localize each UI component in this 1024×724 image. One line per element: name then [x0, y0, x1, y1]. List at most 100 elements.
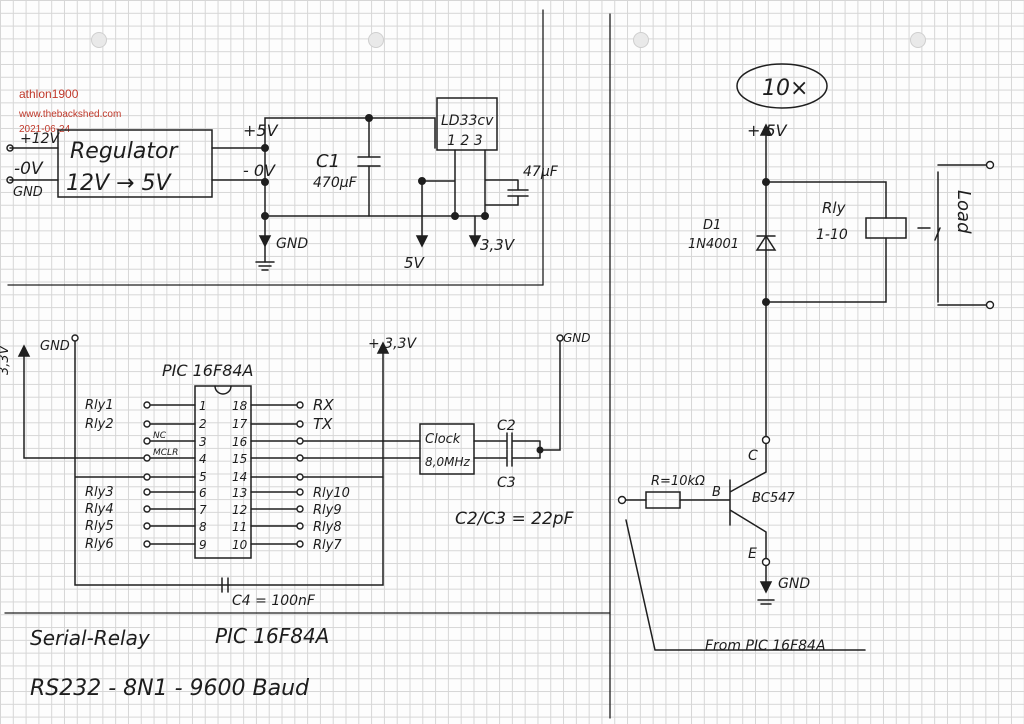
emitter-terminal [761, 557, 771, 567]
label-pic-name: PIC 16F84A [162, 361, 254, 380]
binder-hole [633, 32, 649, 48]
label-supply: + 5V [747, 121, 788, 140]
pin-1-label: Rly1 [85, 398, 114, 413]
c1-capacitor [357, 117, 381, 217]
pic-right-pins [250, 404, 421, 545]
pic-gnd-left [74, 337, 384, 586]
label-relay-range: 1-10 [816, 227, 848, 243]
pin-terminal [143, 437, 151, 445]
arrow-33v [468, 235, 482, 248]
label-gnd-left: GND [40, 339, 70, 354]
label-c1-name: C1 [316, 151, 340, 172]
label-out-pos: +5V [243, 121, 279, 140]
note-protocol: RS232 - 8N1 - 9600 Baud [30, 676, 310, 701]
regulator-output-wires [211, 147, 266, 181]
pin-terminal [296, 420, 304, 428]
label-diode-name: D1 [703, 218, 721, 233]
input-terminal [617, 495, 627, 505]
pin-9-num: 9 [199, 538, 207, 552]
pin-terminal [143, 505, 151, 513]
junction-dot [365, 114, 373, 122]
pin-10-num: 10 [232, 538, 248, 552]
pin-3-label: NC [153, 431, 167, 441]
diode-d1 [755, 234, 777, 251]
junction-dot [762, 298, 770, 306]
pin-4-num: 4 [199, 452, 207, 466]
label-ldo-pins: 1 2 3 [447, 133, 483, 149]
gnd-symbol [255, 261, 275, 271]
pin-7-num: 7 [199, 503, 207, 517]
label-vcc-right: + 3,3V [368, 336, 417, 352]
label-conversion: 12V → 5V [66, 171, 172, 196]
watermark-site: www.thebackshed.com [19, 109, 122, 120]
label-cap-out: 47µF [523, 164, 559, 180]
pin-8-num: 8 [199, 520, 207, 534]
label-c4: C4 = 100nF [232, 593, 316, 609]
junction-dot [451, 212, 459, 220]
load-terminal [985, 160, 995, 170]
pin-2-label: Rly2 [85, 417, 114, 432]
pin-terminal [296, 473, 304, 481]
pic-chip-body [194, 385, 252, 559]
divider-vertical [542, 9, 611, 719]
pin-terminal [143, 420, 151, 428]
label-gnd-right: GND [563, 331, 591, 345]
label-5v: 5V [404, 254, 426, 272]
pin-8-label: Rly5 [85, 519, 114, 534]
pin-2-num: 2 [199, 417, 207, 431]
pin-9-label: Rly6 [85, 537, 114, 552]
base-resistor [645, 491, 681, 509]
pin-terminal [296, 540, 304, 548]
pin-11-label: Rly8 [313, 520, 342, 535]
pic-vcc-left [23, 355, 148, 459]
label-multiplier: 10× [762, 76, 808, 101]
watermark-date: 2021-06-24 [19, 124, 71, 135]
junction-dot [418, 177, 426, 185]
pin-4-label: MCLR [153, 448, 178, 458]
load-terminal [985, 300, 995, 310]
pin-11-num: 11 [232, 520, 247, 534]
pin-terminal [143, 473, 151, 481]
label-out-neg: - 0V [243, 161, 276, 180]
pin-15-num: 15 [232, 452, 247, 466]
junction-dot [261, 144, 269, 152]
pin-terminal [296, 401, 304, 409]
pin-6-num: 6 [199, 486, 207, 500]
pin-12-label: Rly9 [313, 503, 342, 518]
pin-terminal [296, 488, 304, 496]
label-vcc-left: 3,3V [0, 344, 12, 375]
junction-dot [481, 212, 489, 220]
note-title: Serial-Relay [30, 626, 151, 650]
pin-17-label: TX [313, 415, 333, 433]
label-resistor: R=10kΩ [651, 474, 705, 489]
pin-terminal [296, 437, 304, 445]
pin-10-label: Rly7 [313, 538, 342, 553]
gnd-relay-arrow [759, 581, 773, 594]
multiplier-circle [736, 63, 828, 109]
pin-terminal [143, 540, 151, 548]
pin-18-num: 18 [232, 399, 248, 413]
label-in-neg: -0V [14, 159, 44, 179]
gnd-terminal [71, 334, 79, 342]
pin-terminal [143, 454, 151, 462]
rail-5v [264, 117, 436, 183]
pin-terminal [296, 505, 304, 513]
pin-3-num: 3 [199, 435, 207, 449]
junction-dot [762, 178, 770, 186]
ldo-wiring [421, 149, 529, 217]
label-relay-name: Rly [822, 199, 847, 217]
label-in-pos: +12V [20, 131, 61, 147]
label-c1-value: 470µF [313, 175, 358, 191]
junction-dot [261, 178, 269, 186]
pic-left-pins [146, 404, 196, 545]
pin-14-num: 14 [232, 470, 247, 484]
pin-5-num: 5 [199, 470, 207, 484]
label-emitter: E [748, 546, 757, 562]
binder-hole [91, 32, 107, 48]
binder-hole [368, 32, 384, 48]
pin-13-num: 13 [232, 486, 247, 500]
label-diode-part: 1N4001 [688, 237, 739, 252]
pin-18-label: RX [313, 396, 334, 414]
label-clock: Clock [425, 432, 461, 447]
label-33v: 3,3V [480, 236, 516, 254]
